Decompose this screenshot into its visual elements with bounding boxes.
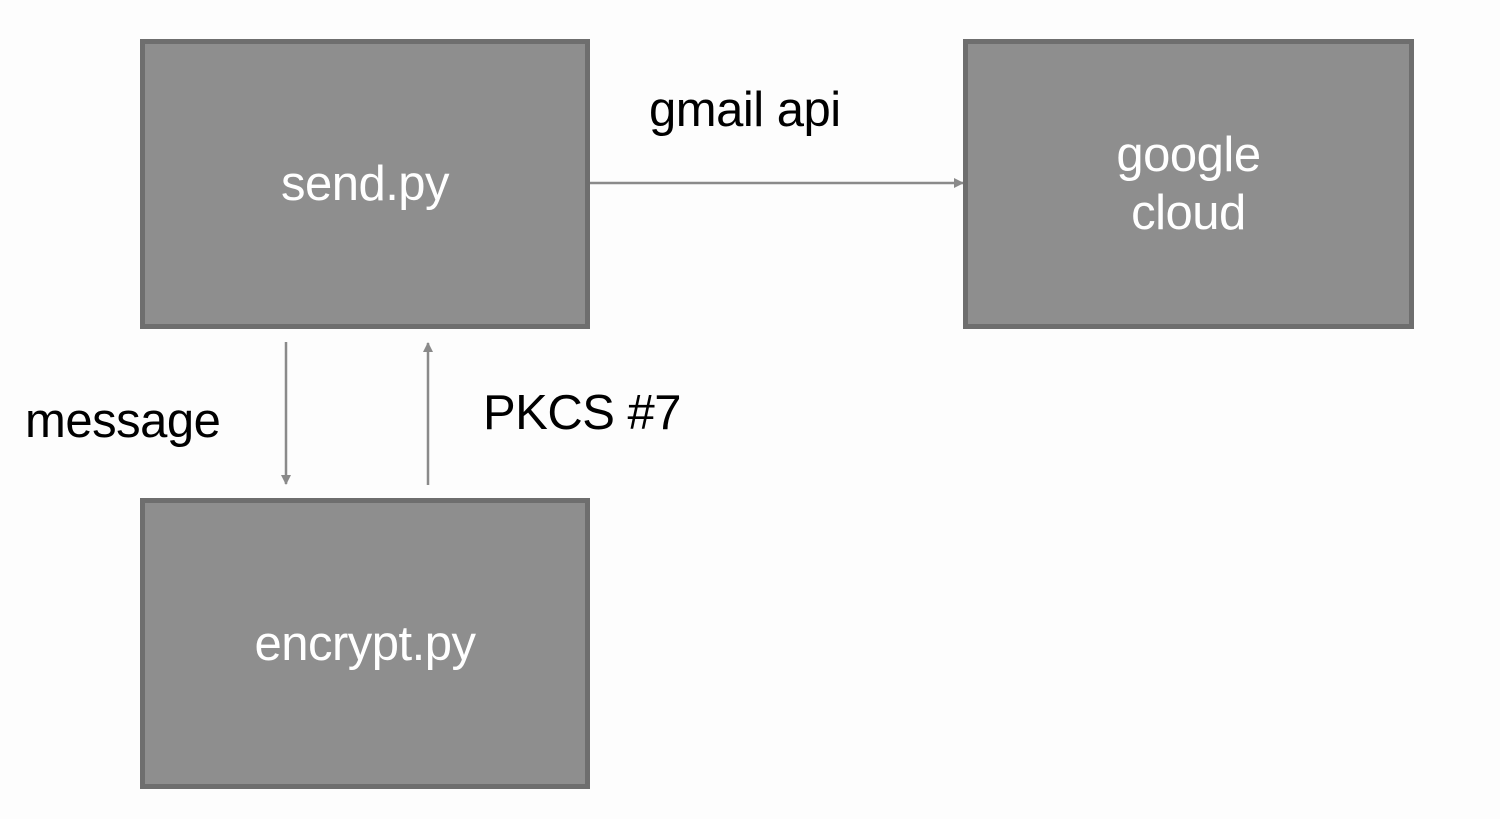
- node-send-py: send.py: [140, 39, 590, 329]
- node-google-cloud-label-line-1: google: [1116, 128, 1261, 182]
- edge-label-pkcs7: PKCS #7: [483, 386, 682, 440]
- node-google-cloud-label-line-2: cloud: [1131, 186, 1246, 240]
- node-encrypt-py-label: encrypt.py: [254, 616, 476, 671]
- edge-label-message: message: [25, 394, 221, 448]
- node-google-cloud: google cloud: [963, 39, 1414, 329]
- node-send-py-label: send.py: [280, 157, 450, 211]
- edge-label-gmail-api: gmail api: [649, 83, 841, 137]
- node-encrypt-py: encrypt.py: [140, 498, 590, 789]
